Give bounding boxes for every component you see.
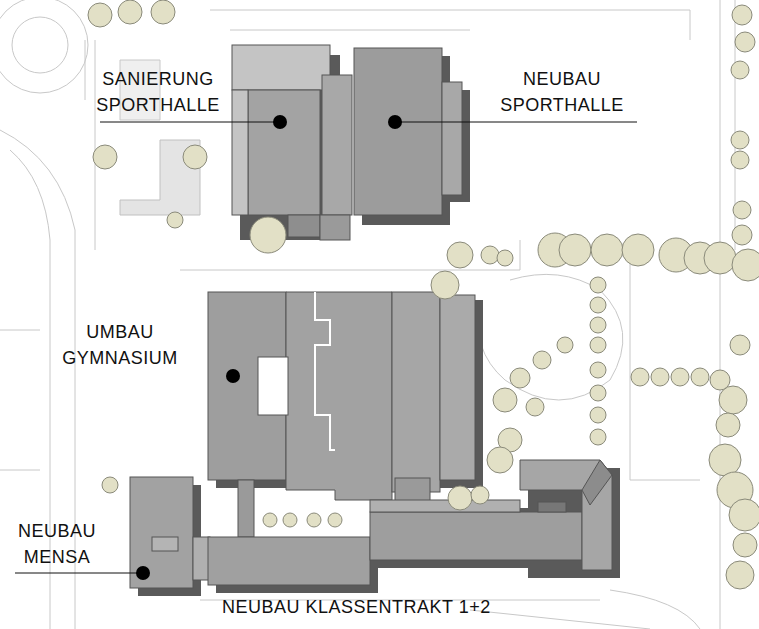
tree [732,225,752,245]
tree [719,386,747,414]
tree [590,337,606,353]
tree [716,413,740,437]
tree [493,388,517,412]
tree [590,385,606,401]
tree [118,0,142,24]
building-label: SANIERUNG SPORTHALLE [80,66,236,118]
tree [733,533,757,557]
tree [704,242,736,274]
tree [559,234,591,266]
tree [497,250,513,266]
tree [726,561,754,589]
tree [471,486,489,504]
tree [735,32,755,52]
tree [709,444,741,476]
tree [671,368,689,386]
tree [733,201,751,219]
building-label: NEUBAU KLASSENTRAKT 1+2 [222,594,491,620]
tree [183,145,207,169]
tree [590,277,606,293]
tree [590,407,606,423]
tree [481,246,499,264]
tree [510,368,530,388]
sporthalle-old [232,45,352,240]
building-label: NEUBAU SPORTHALLE [482,66,642,118]
tree [651,368,669,386]
tree [328,513,342,527]
mensa-klassentrakt [130,460,612,588]
marker-dots [136,115,402,580]
tree [590,297,606,313]
tree [731,151,749,169]
tree [731,61,749,79]
tree [307,513,321,527]
tree [88,3,112,27]
building-label: NEUBAU MENSA [3,518,111,570]
tree [731,131,749,149]
tree [283,513,297,527]
tree [729,499,759,531]
tree [533,351,551,369]
tree [730,335,750,355]
tree [448,486,472,510]
tree [691,368,709,386]
tree [102,477,118,493]
tree [167,212,183,228]
tree [622,234,654,266]
tree [526,398,544,416]
tree [590,317,606,333]
tree [732,5,752,25]
tree [732,249,759,281]
tree [431,271,459,299]
tree [93,145,117,169]
tree [590,429,606,445]
tree [591,234,623,266]
tree [250,217,286,253]
sporthalle-new [354,48,462,215]
tree [151,0,175,24]
building-label: UMBAU GYMNASIUM [40,319,200,371]
tree [590,362,606,378]
leader-lines [15,122,637,573]
roads [0,0,735,629]
tree [557,337,573,353]
tree [487,447,513,473]
tree [447,242,473,268]
tree [263,513,277,527]
tree [631,368,649,386]
